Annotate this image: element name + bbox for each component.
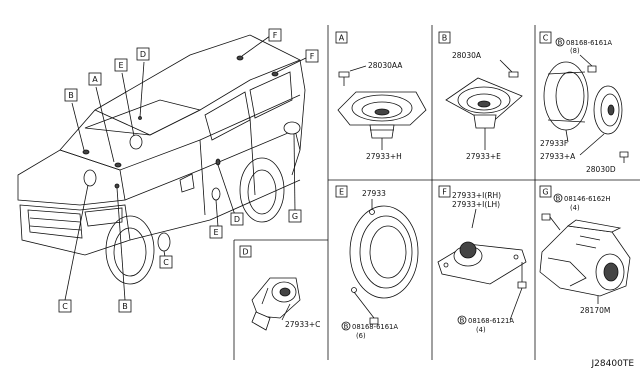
speaker-a-icon	[337, 91, 427, 139]
callout-b-upper: B	[68, 91, 74, 100]
dash-speaker-left-mark	[82, 149, 90, 155]
panel-d-letter: D	[242, 248, 248, 257]
tweeter-f-icon	[437, 241, 527, 285]
callout-d-lower-box	[230, 212, 244, 226]
panel-c-letter: C	[543, 34, 549, 43]
callout-b-lower-box	[118, 299, 132, 313]
bolt-icon	[541, 213, 551, 221]
speaker-e-icon	[349, 205, 419, 299]
panel-f-letter: F	[442, 188, 447, 197]
callout-a: A	[92, 75, 98, 84]
panel-g-bolt-code: 08146-6162H	[564, 195, 610, 203]
callout-c-mid-box	[159, 255, 173, 269]
callout-a-box	[88, 72, 102, 86]
callout-e-upper-box	[114, 58, 128, 72]
vehicle-drawing	[17, 34, 309, 301]
panel-d: D 27933+C	[239, 245, 320, 331]
panel-d-part-pn: 27933+C	[285, 320, 320, 329]
panel-c-part-a: 27933+A	[540, 152, 576, 161]
panel-f-bolt-code: 08168-6121A	[468, 317, 514, 325]
rear-door-speaker-mark	[211, 187, 221, 201]
vehicle-callouts: B A E D F F C B C E D G	[58, 28, 319, 313]
panel-a-part-pn: 27933+H	[366, 152, 402, 161]
callout-f-left: F	[273, 31, 278, 40]
panel-e-bolt-qty: (6)	[356, 332, 366, 340]
screw-icon	[338, 71, 350, 78]
a-pillar-tweeter-mark	[129, 134, 143, 150]
panel-f-part-lh: 27933+I(LH)	[452, 200, 500, 209]
dash-center-speaker-mark	[114, 162, 122, 168]
callout-g-box	[288, 209, 302, 223]
panel-a-screw-pn: 28030AA	[368, 61, 403, 70]
panel-g: G B 08146-6162H (4) 28170M	[539, 185, 631, 315]
panel-b: B 28030A 27933+E	[438, 31, 523, 161]
callout-e-lower-box	[209, 225, 223, 239]
panel-b-letter: B	[442, 34, 448, 43]
panel-a-letter: A	[339, 34, 345, 43]
panel-grid	[233, 25, 640, 360]
panel-g-letter: G	[542, 188, 548, 197]
panel-f-bolt-prefix: B	[460, 317, 465, 325]
callout-d-lower: D	[234, 215, 240, 224]
bolt-icon	[369, 317, 379, 325]
speaker-c-icon	[593, 85, 623, 135]
panel-a: A 28030AA 27933+H	[335, 31, 427, 161]
callout-e-upper: E	[118, 61, 123, 70]
panel-g-bolt-qty: (4)	[570, 204, 580, 212]
panel-c-bolt-code: 08168-6161A	[566, 39, 612, 47]
panel-f: F 27933+I(RH) 27933+I(LH) B 08168-6121A …	[437, 185, 527, 334]
panel-f-bolt-qty: (4)	[476, 326, 486, 334]
callout-b-lower: B	[122, 302, 128, 311]
roof-speaker-mark	[236, 55, 244, 61]
callout-f-left-box	[268, 28, 282, 42]
callout-d-upper-box	[136, 47, 150, 61]
rear-subwoofer-mark	[283, 121, 301, 135]
callout-f-right-box	[305, 49, 319, 63]
panel-e-bolt-code: 08168-6161A	[352, 323, 398, 331]
panel-c-screw-pn: 28030D	[586, 165, 616, 174]
callout-f-right: F	[310, 52, 315, 61]
front-door-woofer-mark	[157, 232, 171, 252]
callout-d-upper: D	[140, 50, 146, 59]
speaker-bracket-icon	[543, 61, 589, 131]
diagram-id: J28400TE	[591, 359, 635, 369]
panel-c-bolt-prefix: B	[558, 39, 563, 47]
panel-c-part-f: 27933F	[540, 139, 568, 148]
panel-c-bolt-qty: (8)	[570, 47, 580, 55]
callout-c-lower-box	[58, 299, 72, 313]
callout-c-lower: C	[62, 302, 68, 311]
panel-e-letter: E	[339, 188, 344, 197]
bolt-symbol-icon	[341, 321, 351, 331]
subwoofer-g-icon	[539, 219, 631, 297]
callout-c-mid: C	[163, 258, 169, 267]
screw-icon	[508, 71, 519, 78]
panel-f-part-rh: 27933+I(RH)	[452, 191, 501, 200]
screw-icon	[619, 151, 629, 158]
panel-e-part-pn: 27933	[362, 189, 386, 198]
panel-g-part-pn: 28170M	[580, 306, 610, 315]
panel-c: C B 08168-6161A (8) 27933F 27933+A 28030…	[539, 31, 629, 174]
bolt-symbol-icon	[553, 193, 563, 203]
callout-e-lower: E	[213, 228, 218, 237]
bolt-symbol-icon	[555, 37, 565, 47]
callout-g: G	[292, 212, 298, 221]
callout-b-upper-box	[64, 88, 78, 102]
panel-e: E 27933 B 08168-6161A (6)	[335, 185, 419, 340]
bolt-symbol-icon	[457, 315, 467, 325]
front-door-speaker-mark	[83, 169, 97, 187]
panel-e-bolt-prefix: B	[344, 323, 349, 331]
panel-b-screw-pn: 28030A	[452, 51, 482, 60]
bolt-icon	[517, 281, 527, 289]
panel-g-bolt-prefix: B	[556, 195, 561, 203]
panel-b-part-pn: 27933+E	[466, 152, 501, 161]
bolt-icon	[587, 65, 597, 73]
speaker-b-icon	[445, 77, 523, 129]
